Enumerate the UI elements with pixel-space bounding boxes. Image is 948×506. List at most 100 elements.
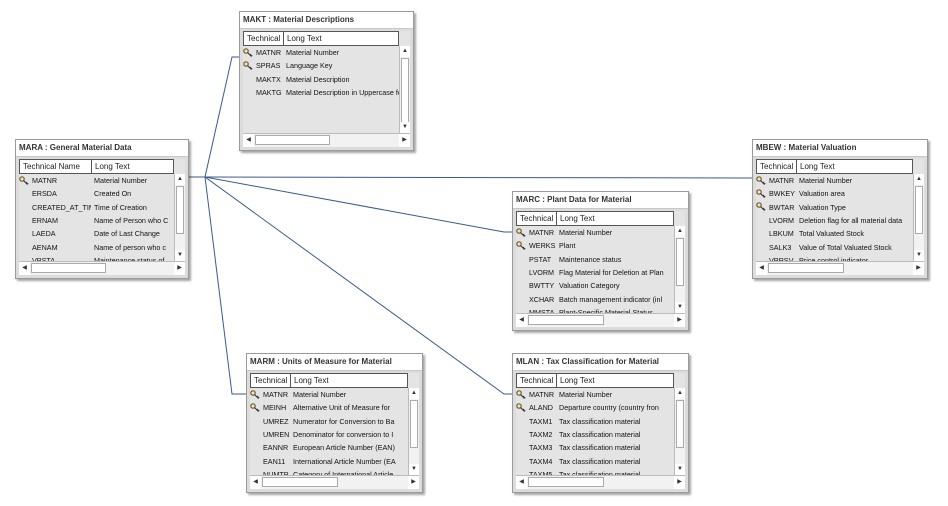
vertical-scrollbar[interactable]: ▲▼ [674,226,685,313]
vertical-scroll-thumb[interactable] [676,238,684,286]
vertical-scroll-thumb[interactable] [676,400,684,448]
column-header-long-text[interactable]: Long Text [560,376,595,385]
scroll-left-arrow-icon[interactable]: ◀ [250,476,261,489]
horizontal-scrollbar[interactable]: ◀▶ [243,133,410,147]
scroll-left-arrow-icon[interactable]: ◀ [756,262,767,275]
column-header-technical[interactable]: Technical [251,374,291,387]
column-header-technical[interactable]: Technical [517,212,557,225]
scroll-right-arrow-icon[interactable]: ▶ [174,262,185,275]
vertical-scroll-thumb[interactable] [410,400,418,448]
column-header-long-text[interactable]: Long Text [560,214,595,223]
scroll-down-arrow-icon[interactable]: ▼ [914,250,924,261]
horizontal-scrollbar[interactable]: ◀▶ [516,475,685,489]
table-marc[interactable]: MARC : Plant Data for Material Technical… [512,191,689,331]
column-header-long-text[interactable]: Long Text [294,376,329,385]
table-marm[interactable]: MARM : Units of Measure for Material Tec… [246,353,423,493]
column-header-technical[interactable]: Technical Name [20,160,92,173]
scroll-up-arrow-icon[interactable]: ▲ [914,174,924,185]
scroll-up-arrow-icon[interactable]: ▲ [400,46,410,57]
horizontal-scrollbar[interactable]: ◀▶ [516,313,685,327]
column-header-technical[interactable]: Technical [517,374,557,387]
vertical-scroll-thumb[interactable] [176,186,184,234]
scroll-left-arrow-icon[interactable]: ◀ [516,314,527,327]
scroll-down-arrow-icon[interactable]: ▼ [675,302,685,313]
scroll-up-arrow-icon[interactable]: ▲ [675,388,685,399]
vertical-scroll-thumb[interactable] [401,58,409,124]
scroll-right-arrow-icon[interactable]: ▶ [674,476,685,489]
scroll-up-arrow-icon[interactable]: ▲ [675,226,685,237]
column-header-long-text[interactable]: Long Text [800,162,835,171]
scroll-down-arrow-icon[interactable]: ▼ [675,464,685,475]
vertical-scrollbar[interactable]: ▲▼ [913,174,924,261]
scroll-down-arrow-icon[interactable]: ▼ [175,250,185,261]
table-mara[interactable]: MARA : General Material Data Technical N… [15,139,189,279]
column-header-long-text[interactable]: Long Text [287,34,322,43]
scroll-right-arrow-icon[interactable]: ▶ [674,314,685,327]
horizontal-scroll-thumb[interactable] [255,135,331,145]
horizontal-scroll-thumb[interactable] [528,315,605,325]
vertical-scrollbar[interactable]: ▲▼ [174,174,185,261]
scroll-left-arrow-icon[interactable]: ◀ [19,262,30,275]
column-header-technical[interactable]: Technical [757,160,797,173]
horizontal-scrollbar[interactable]: ◀▶ [756,261,924,275]
scroll-right-arrow-icon[interactable]: ▶ [399,134,410,147]
scroll-right-arrow-icon[interactable]: ▶ [408,476,419,489]
scroll-left-arrow-icon[interactable]: ◀ [516,476,527,489]
field-row[interactable]: CREATED_AT_TIMETime of Creation [19,201,174,214]
scroll-up-arrow-icon[interactable]: ▲ [409,388,419,399]
scroll-up-arrow-icon[interactable]: ▲ [175,174,185,185]
vertical-scrollbar[interactable]: ▲▼ [408,388,419,475]
column-header-technical[interactable]: Technical [244,32,284,45]
vertical-scrollbar[interactable]: ▲▼ [674,388,685,475]
table-mlan[interactable]: MLAN : Tax Classification for Material T… [512,353,689,493]
vertical-scrollbar[interactable]: ▲▼ [399,46,410,133]
scroll-down-arrow-icon[interactable]: ▼ [400,122,410,133]
scroll-left-arrow-icon[interactable]: ◀ [243,134,254,147]
column-header-long-text[interactable]: Long Text [95,162,130,171]
horizontal-scrollbar[interactable]: ◀▶ [19,261,185,275]
horizontal-scroll-thumb[interactable] [768,263,844,273]
horizontal-scrollbar[interactable]: ◀▶ [250,475,419,489]
horizontal-scroll-thumb[interactable] [31,263,106,273]
scroll-down-arrow-icon[interactable]: ▼ [409,464,419,475]
horizontal-scroll-thumb[interactable] [262,477,339,487]
